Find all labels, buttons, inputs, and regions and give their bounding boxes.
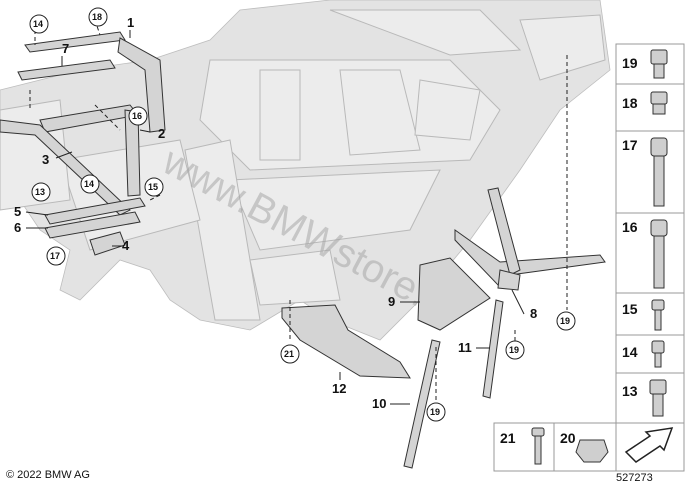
- callout-4: 4: [122, 238, 130, 253]
- callout-5: 5: [14, 204, 21, 219]
- callout-15: 15: [148, 182, 158, 192]
- callout-19-right: 19: [560, 316, 570, 326]
- callout-3: 3: [42, 152, 49, 167]
- leader-lines: [25, 19, 568, 405]
- rear-cross-brace: [454, 187, 606, 291]
- legend-17: 17: [622, 137, 638, 153]
- callout-8: 8: [530, 306, 537, 321]
- underbody-panel: [281, 304, 411, 379]
- callout-7: 7: [62, 41, 69, 56]
- arrow-icon: [624, 427, 674, 463]
- callout-19-mid: 19: [509, 345, 519, 355]
- callout-13: 13: [35, 187, 45, 197]
- callout-9: 9: [388, 294, 395, 309]
- legend-19: 19: [622, 55, 638, 71]
- bottom-legend: 21 20 527273: [493, 422, 685, 484]
- legend-13: 13: [622, 383, 638, 399]
- legend-14: 14: [622, 344, 638, 360]
- callout-17: 17: [50, 251, 60, 261]
- callout-11: 11: [458, 340, 472, 355]
- legend-18: 18: [622, 95, 638, 111]
- callout-19-bottom: 19: [430, 407, 440, 417]
- callout-18: 18: [92, 12, 102, 22]
- callout-10: 10: [372, 396, 386, 411]
- callouts: 1 2 3 4 5 6 7 8 9 10 11 12 14 18 16 13 1…: [14, 7, 576, 422]
- callout-12: 12: [332, 381, 346, 396]
- diagonal-struts: [403, 299, 504, 469]
- legend-20: 20: [560, 430, 576, 446]
- legend-21: 21: [500, 430, 516, 446]
- legend-16: 16: [622, 219, 638, 235]
- callout-2: 2: [158, 126, 165, 141]
- diagram-number: 527273: [616, 472, 653, 484]
- callout-16: 16: [132, 111, 142, 121]
- callout-14-mid: 14: [84, 179, 94, 189]
- callout-1: 1: [127, 15, 134, 30]
- callout-6: 6: [14, 220, 21, 235]
- callout-21: 21: [284, 349, 294, 359]
- callout-14-top: 14: [33, 19, 43, 29]
- legend-15: 15: [622, 301, 638, 317]
- copyright: © 2022 BMW AG: [6, 469, 90, 481]
- fastener-legend: 19 18 17 16 15 14 13: [615, 43, 685, 424]
- mount-bracket: [417, 257, 491, 331]
